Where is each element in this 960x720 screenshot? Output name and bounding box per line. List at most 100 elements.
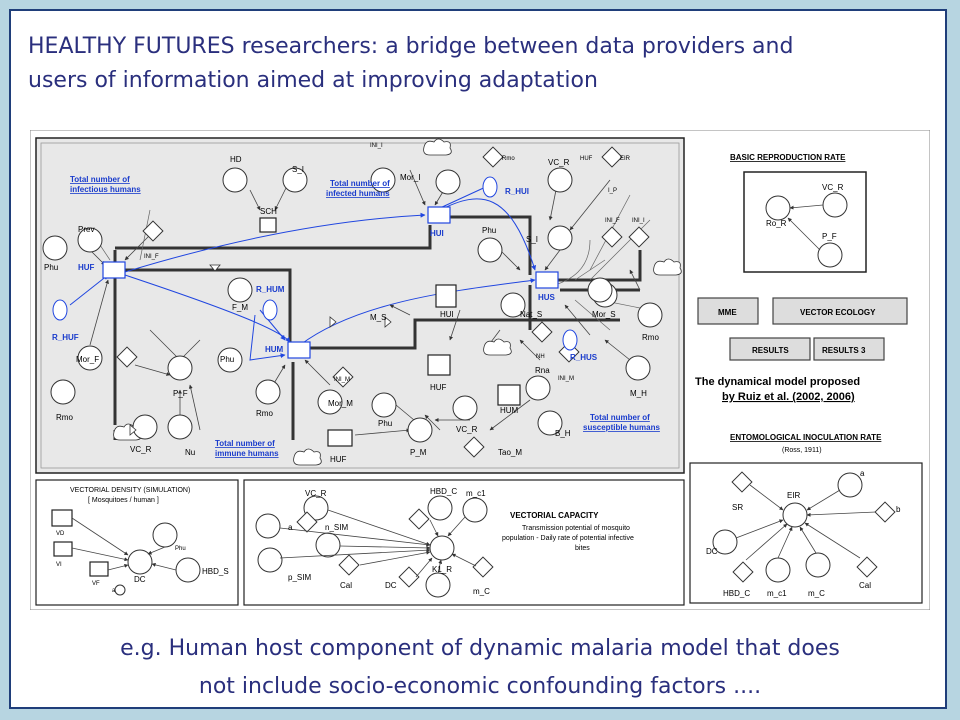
- label-vc-r-3: VC_R: [456, 425, 478, 434]
- label-total-immune: Total number of: [215, 439, 275, 448]
- label-total-infected: infected humans: [326, 189, 390, 198]
- label-total-infected: Total number of: [330, 179, 390, 188]
- label-rmo: Rmo: [502, 156, 515, 162]
- label-eir-dc: DC: [706, 547, 718, 556]
- label-vc-m-c1: m_c1: [466, 489, 486, 498]
- label-hum-2: HUM: [500, 406, 519, 415]
- label-basic-vc-r: VC_R: [822, 183, 844, 192]
- results-button-label: RESULTS: [752, 346, 789, 355]
- label-rmo-3: Rmo: [256, 409, 273, 418]
- label-vc-n-sim: n_SIM: [325, 523, 348, 532]
- label-rmo-2: Rmo: [56, 413, 73, 422]
- vc-desc-line: population - Daily rate of potential inf…: [502, 535, 634, 542]
- basic-reproduction-panel: [743, 171, 867, 273]
- stock-huf3: [327, 429, 353, 447]
- cloud-icon: [113, 138, 682, 466]
- caption-line: e.g. Human host component of dynamic mal…: [120, 636, 840, 661]
- proposed-line: The dynamical model proposed: [695, 376, 860, 388]
- results-button[interactable]: RESULTS: [729, 337, 811, 361]
- label-eir-hbd-c: HBD_C: [723, 589, 750, 598]
- label-phu: Phu: [44, 263, 58, 272]
- label-eir-m-c1: m_c1: [767, 589, 787, 598]
- vd-panel-sub: [ Mosquitoes / human ]: [88, 497, 159, 504]
- label-total-susceptible: Total number of: [590, 413, 650, 422]
- label-basic-p-f: P_F: [822, 232, 837, 241]
- label-nh: NH: [536, 354, 545, 360]
- stock-sch: [259, 217, 277, 233]
- title-line: HEALTHY FUTURES researchers: a bridge be…: [28, 34, 794, 59]
- label-vd-phu: Phu: [175, 546, 186, 552]
- vc-desc-line: Transmission potential of mosquito: [522, 525, 630, 532]
- label-vc-a: a: [288, 523, 293, 532]
- label-nu: Nu: [185, 448, 195, 457]
- label-vd-dc: DC: [134, 575, 146, 584]
- label-hui-2: HUI: [440, 310, 454, 319]
- label-rmo-4: Rmo: [642, 333, 659, 342]
- label-mor-f: Mor_F: [76, 355, 99, 364]
- label-r-hui: R_HUI: [505, 187, 529, 196]
- label-hus: HUS: [538, 293, 556, 302]
- label-hui: HUI: [430, 229, 444, 238]
- label-s-i-2: S_I: [526, 235, 538, 244]
- label-vd-a: a: [112, 588, 116, 594]
- label-ini-f-2: INI_F: [605, 218, 620, 224]
- mme-button-label: MME: [718, 308, 737, 317]
- label-s-i: S_I: [292, 165, 304, 174]
- vector-ecology-button-label: VECTOR ECOLOGY: [800, 308, 876, 317]
- label-f-m: F_M: [232, 303, 248, 312]
- label-ini-m-2: INI_M: [558, 376, 574, 382]
- label-m-s: M_S: [370, 313, 386, 322]
- stock-hus: [535, 271, 559, 289]
- basic-reproduction-title: BASIC REPRODUCTION RATE: [730, 153, 846, 162]
- label-r-huf: R_HUF: [52, 333, 79, 342]
- label-phu-3: Phu: [220, 355, 234, 364]
- label-vc-dc: DC: [385, 581, 397, 590]
- label-huf: HUF: [78, 263, 95, 272]
- vc-desc-line: bites: [575, 545, 590, 552]
- label-vc-r: VC_R: [548, 158, 570, 167]
- label-phu-4: Phu: [378, 419, 392, 428]
- results-3-button-label: RESULTS 3: [822, 346, 866, 355]
- label-ini-m: INI_M: [334, 377, 350, 383]
- label-phu-2: Phu: [482, 226, 496, 235]
- label-vc-p-sim: p_SIM: [288, 573, 311, 582]
- label-vi: VI: [56, 562, 62, 568]
- stock-hui2: [435, 284, 457, 308]
- label-total-immune: immune humans: [215, 449, 279, 458]
- stock-huf2: [427, 354, 451, 376]
- label-ini-i-2: INI_I: [632, 218, 645, 224]
- label-vc-hbd-c: HBD_C: [430, 487, 457, 496]
- label-r-hum: R_HUM: [256, 285, 285, 294]
- stock-hum: [287, 341, 311, 359]
- eir-panel-title: ENTOMOLOGICAL INOCULATION RATE: [730, 433, 882, 442]
- vd-panel-title: VECTORIAL DENSITY (SIMULATION): [70, 487, 190, 494]
- label-prev: Prev: [78, 225, 94, 234]
- label-sr: SR: [732, 503, 743, 512]
- stock-huf: [102, 261, 126, 279]
- stock-hui: [427, 206, 451, 224]
- label-eir: EIR: [620, 156, 631, 162]
- label-ini-i: INI_I: [370, 143, 383, 149]
- label-vd-hbd-s: HBD_S: [202, 567, 229, 576]
- label-mor-i: Mor_I: [400, 173, 420, 182]
- slide-title: HEALTHY FUTURES researchers: a bridge be…: [28, 30, 938, 98]
- label-vc-vc-r: VC_R: [305, 489, 327, 498]
- label-mor-s: Mor_S: [592, 310, 616, 319]
- label-ini-f: INI_F: [144, 254, 159, 260]
- label-hum: HUM: [265, 345, 284, 354]
- label-total-infectious: Total number of: [70, 175, 130, 184]
- label-vf: VF: [92, 581, 100, 587]
- title-line: users of information aimed at improving …: [28, 68, 598, 93]
- label-p-f: P_F: [173, 389, 188, 398]
- label-rna: Rna: [535, 366, 550, 375]
- vector-ecology-button[interactable]: VECTOR ECOLOGY: [772, 297, 908, 325]
- malaria-model-diagram: HD S_I SCH INI_I Mor_I Rmo VC_R HUF EIR …: [30, 130, 930, 610]
- label-huf-2: HUF: [430, 383, 447, 392]
- mme-button[interactable]: MME: [697, 297, 759, 325]
- label-tao-m: Tao_M: [498, 448, 522, 457]
- label-total-infectious: infectious humans: [70, 185, 141, 194]
- results-3-button[interactable]: RESULTS 3: [813, 337, 885, 361]
- slide-caption: e.g. Human host component of dynamic mal…: [30, 630, 930, 706]
- label-eir-cal: Cal: [859, 581, 871, 590]
